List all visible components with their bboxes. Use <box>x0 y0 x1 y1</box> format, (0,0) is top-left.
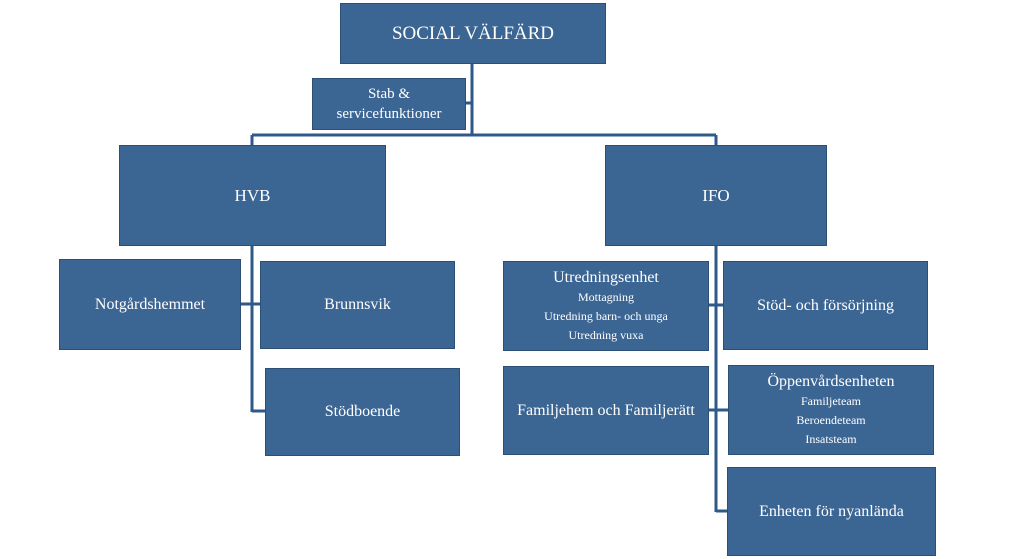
node-stod-forsorjning: Stöd- och försörjning <box>723 261 928 350</box>
node-utredningsenhet-item: Mottagning <box>578 289 634 304</box>
node-familjehem: Familjehem och Familjerätt <box>503 366 709 455</box>
node-oppenvardsenheten-item: Insatsteam <box>805 431 857 446</box>
node-stab-line1: Stab & <box>367 86 411 102</box>
node-social-valfard: SOCIAL VÄLFÄRD <box>340 3 606 64</box>
node-stab: Stab & servicefunktioner <box>312 78 466 130</box>
node-utredningsenhet-title: Utredningsenhet <box>553 268 659 286</box>
node-stod-forsorjning-label: Stöd- och försörjning <box>757 296 894 314</box>
node-notgardshemmet-label: Notgårdshemmet <box>94 295 206 313</box>
node-nyanlanda-label: Enheten för nyanlända <box>759 502 904 520</box>
node-brunnsvik: Brunnsvik <box>260 261 455 349</box>
node-utredningsenhet-item: Utredning barn- och unga <box>544 308 668 323</box>
node-stodboende-label: Stödboende <box>324 403 401 420</box>
node-oppenvardsenheten-title: Öppenvårdsenheten <box>767 372 895 390</box>
node-oppenvardsenheten-item: Beroendeteam <box>796 412 866 427</box>
node-stodboende: Stödboende <box>265 368 460 456</box>
node-brunnsvik-label: Brunnsvik <box>324 296 391 313</box>
node-utredningsenhet-item: Utredning vuxa <box>568 327 644 342</box>
node-oppenvardsenheten-item: Familjeteam <box>801 393 861 408</box>
node-nyanlanda: Enheten för nyanlända <box>727 467 936 556</box>
node-notgardshemmet: Notgårdshemmet <box>59 259 241 350</box>
node-utredningsenhet: Utredningsenhet Mottagning Utredning bar… <box>503 261 709 351</box>
node-oppenvardsenheten: Öppenvårdsenheten Familjeteam Beroendete… <box>728 365 934 455</box>
node-ifo: IFO <box>605 145 827 246</box>
node-social-valfard-label: SOCIAL VÄLFÄRD <box>391 22 555 44</box>
node-hvb-label: HVB <box>234 185 271 205</box>
node-stab-line2: servicefunktioner <box>336 106 442 122</box>
node-ifo-label: IFO <box>702 185 730 205</box>
node-hvb: HVB <box>119 145 386 246</box>
node-familjehem-label: Familjehem och Familjerätt <box>517 401 695 419</box>
